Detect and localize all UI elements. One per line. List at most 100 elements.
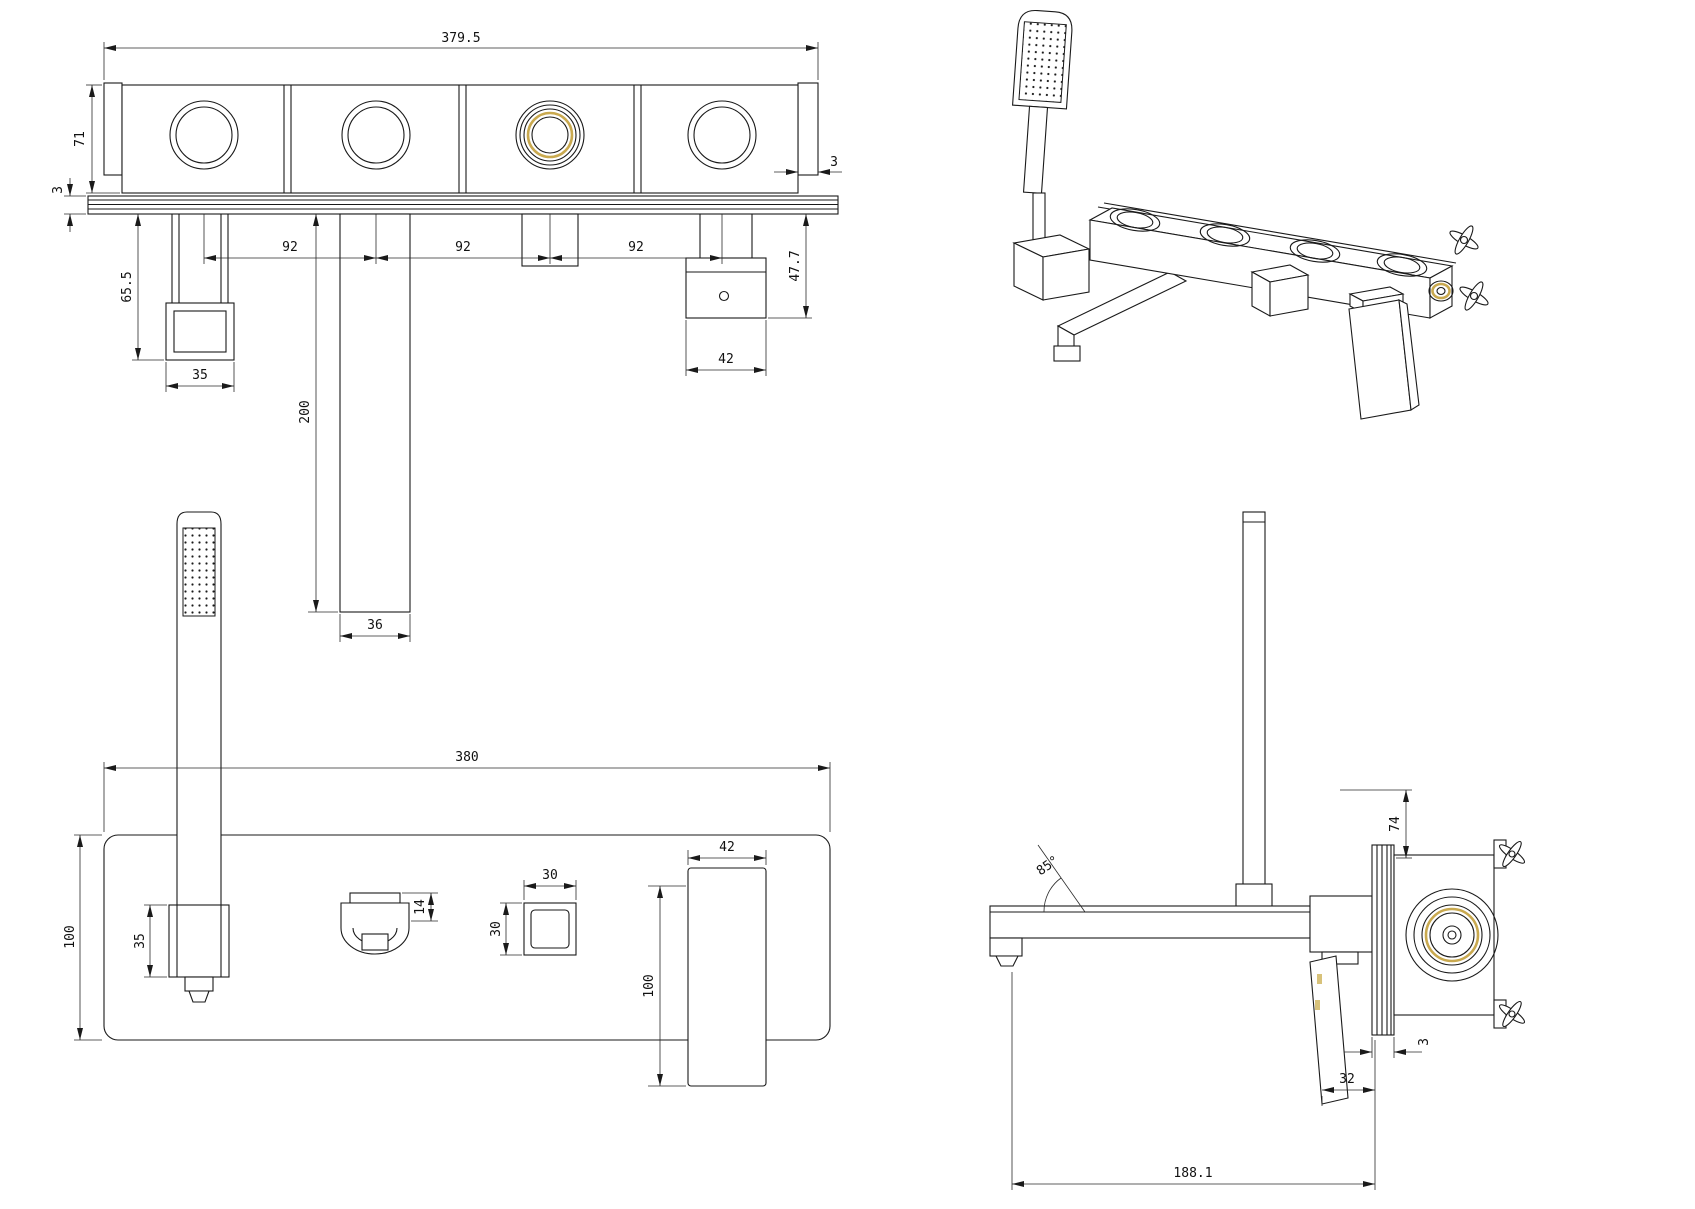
plan-shower-holder — [168, 904, 230, 978]
dim-spout-angle-label: 85° — [1034, 853, 1062, 879]
plan-hand-shower — [168, 511, 230, 1003]
front-view: 379.5 71 3 65.5 92 — [51, 31, 842, 642]
gold-seal-ring — [526, 111, 574, 159]
iso-spout-nozzle — [1053, 345, 1081, 362]
handle-screw-hole — [718, 290, 730, 302]
side-spout-nozzle — [989, 937, 1023, 957]
dim-plan-handle-width: 42 — [687, 840, 767, 865]
side-wing-nut-top — [1493, 839, 1526, 869]
iso-body-bar — [1088, 207, 1454, 319]
dim-diverter-width-label: 30 — [542, 868, 558, 883]
dim-plan-width-label: 380 — [455, 750, 478, 765]
plan-spout — [340, 892, 410, 955]
iso-wand-stub — [1032, 192, 1046, 242]
dim-handle-drop: 47.7 — [768, 214, 812, 319]
plan-spray-face — [182, 527, 216, 617]
gold-port-ring — [1431, 282, 1451, 300]
dim-handle-offset: 32 — [1321, 1040, 1376, 1106]
dim-plan-handle-length: 100 — [642, 885, 686, 1087]
dim-handle-drop-label: 47.7 — [788, 250, 803, 281]
iso-holder — [1012, 234, 1091, 301]
gold-valve-ring — [1424, 907, 1480, 963]
dim-spacing-2-label: 92 — [455, 240, 471, 255]
dim-body-height: 71 — [73, 84, 120, 194]
dim-body-height-label: 71 — [73, 131, 88, 147]
valve-port-3 — [515, 100, 585, 170]
dim-overall-width: 379.5 — [103, 31, 819, 80]
dim-holder-drop-label: 65.5 — [120, 271, 135, 302]
dim-spout-tip-label: 14 — [413, 899, 428, 915]
side-valve-body — [1393, 854, 1499, 1016]
dim-spout-length: 200 — [298, 214, 338, 613]
spout — [339, 213, 411, 613]
side-view: 74 85° 3 32 188.1 — [989, 511, 1526, 1190]
dim-plan-holder-width-label: 35 — [133, 933, 148, 949]
dim-plan-holder-width: 35 — [133, 904, 167, 978]
iso-wing-nut-bottom — [1459, 281, 1489, 311]
valve-port-1 — [169, 100, 239, 170]
dim-end-cap: 3 — [774, 155, 842, 175]
valve-port-4 — [687, 100, 757, 170]
gold-seal-2 — [1315, 1000, 1320, 1010]
dim-end-cap-label: 3 — [830, 155, 838, 170]
plan-handle — [687, 867, 767, 1087]
dim-spout-angle: 85° — [1034, 844, 1086, 913]
spray-face — [1018, 21, 1067, 103]
valve-body — [121, 84, 799, 194]
dim-spout-width: 36 — [339, 614, 411, 642]
dim-spacing-1-label: 92 — [282, 240, 298, 255]
dim-spout-length-label: 200 — [298, 400, 313, 423]
body-left-cap — [103, 82, 123, 176]
isometric-view — [1011, 10, 1489, 420]
body-right-cap — [797, 82, 819, 176]
dim-side-plate-thickness: 3 — [1344, 1037, 1432, 1058]
dim-total-depth: 188.1 — [1011, 972, 1376, 1190]
dim-plan-plate-depth: 100 — [63, 834, 102, 1041]
body-dividers — [283, 85, 642, 193]
dim-plan-diverter-width: 30 — [523, 868, 577, 900]
dim-plan-handle-length-label: 100 — [642, 974, 657, 997]
dim-handle-width: 42 — [685, 320, 767, 376]
dim-spacing-3-label: 92 — [628, 240, 644, 255]
iso-hand-shower — [1011, 10, 1073, 194]
side-spout — [989, 905, 1311, 967]
dim-valve-height: 74 — [1340, 789, 1412, 859]
side-valve-bracket — [1309, 895, 1373, 953]
dim-holder-drop: 65.5 — [120, 214, 164, 361]
dim-side-plate-thickness-label: 3 — [1417, 1038, 1432, 1046]
dim-spout-width-label: 36 — [367, 618, 383, 633]
dim-handle-width-label: 42 — [718, 352, 734, 367]
dim-holder-width: 35 — [165, 362, 235, 392]
dim-plate-thickness: 3 — [51, 178, 86, 232]
dim-valve-height-label: 74 — [1388, 816, 1403, 832]
dim-diverter-depth-label: 30 — [489, 921, 504, 937]
iso-spout — [1053, 271, 1188, 362]
plan-diverter — [523, 902, 577, 956]
plan-view: 380 100 35 14 30 — [63, 511, 831, 1087]
dim-total-depth-label: 188.1 — [1173, 1166, 1212, 1181]
side-wing-nut-bottom — [1493, 999, 1526, 1029]
shower-holder — [165, 214, 235, 361]
mixer-handle — [685, 214, 767, 319]
iso-wing-nut-top — [1449, 225, 1479, 255]
dim-handle-offset-label: 32 — [1339, 1072, 1355, 1087]
shower-wand — [1022, 105, 1049, 194]
side-handle — [1309, 955, 1349, 1105]
dim-plan-overall-width: 380 — [103, 750, 831, 832]
iso-diverter-cube — [1250, 264, 1310, 317]
mounting-plate — [87, 195, 839, 215]
dim-overall-width-label: 379.5 — [441, 31, 480, 46]
valve-port-2 — [341, 100, 411, 170]
dim-plate-thickness-label: 3 — [51, 186, 66, 194]
dim-plan-spout-tip: 14 — [402, 892, 438, 922]
dim-port-spacing: 92 92 92 — [203, 214, 723, 264]
dim-holder-width-label: 35 — [192, 368, 208, 383]
dim-plate-depth-label: 100 — [63, 925, 78, 948]
gold-seal-1 — [1317, 974, 1322, 984]
side-wall-plate — [1371, 844, 1395, 1036]
dim-plan-handle-width-label: 42 — [719, 840, 735, 855]
dim-plan-diverter-depth: 30 — [489, 902, 522, 956]
side-shower-wand — [1242, 511, 1266, 908]
